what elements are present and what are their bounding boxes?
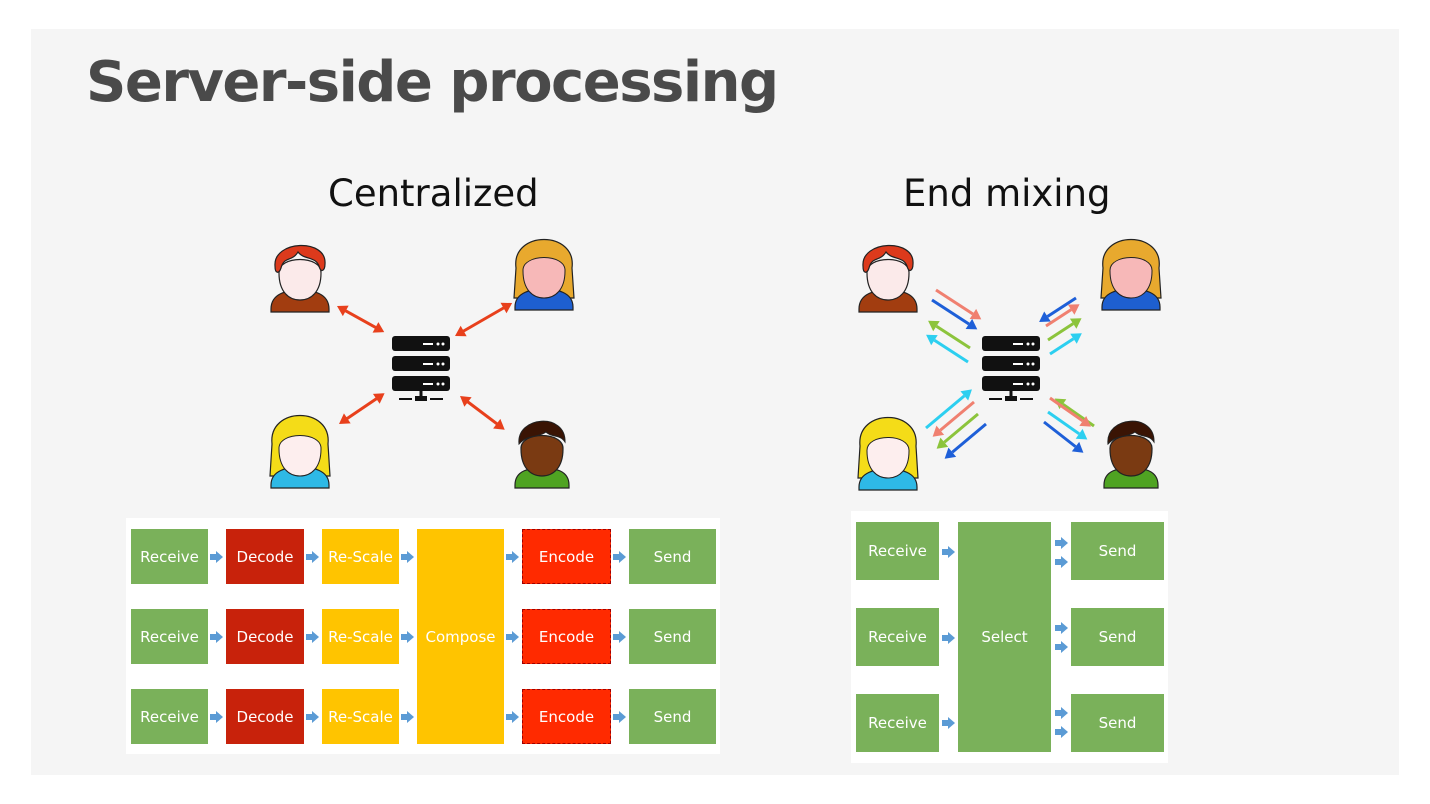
receive-block: Receive <box>856 522 939 580</box>
stream-arrows-top-left <box>926 288 982 364</box>
decode-block: Decode <box>226 529 304 584</box>
slide-title: Server-side processing <box>86 50 779 115</box>
receive-block: Receive <box>131 609 208 664</box>
rescale-block: Re-Scale <box>322 609 399 664</box>
user-dark-icon <box>514 420 570 489</box>
encode-block: Encode <box>522 609 611 664</box>
select-block: Select <box>958 522 1051 752</box>
decode-block: Decode <box>226 609 304 664</box>
send-block: Send <box>629 689 716 744</box>
server-icon <box>982 336 1040 401</box>
stream-arrows-bottom-left <box>925 389 987 459</box>
section-title-end-mixing: End mixing <box>903 172 1111 215</box>
section-title-centralized: Centralized <box>328 172 539 215</box>
stream-arrows-bottom-right <box>1043 396 1095 453</box>
send-block: Send <box>629 609 716 664</box>
rescale-block: Re-Scale <box>322 689 399 744</box>
user-dark-icon <box>1103 420 1159 489</box>
user-yellow-hair-icon <box>857 416 919 491</box>
encode-block: Encode <box>522 689 611 744</box>
receive-block: Receive <box>131 529 208 584</box>
encode-block: Encode <box>522 529 611 584</box>
compose-block: Compose <box>417 529 504 744</box>
send-block: Send <box>629 529 716 584</box>
send-block: Send <box>1071 522 1164 580</box>
server-icon <box>392 336 450 401</box>
user-blonde-icon <box>513 238 575 311</box>
send-block: Send <box>1071 694 1164 752</box>
user-red-hair-icon <box>270 244 330 313</box>
decode-block: Decode <box>226 689 304 744</box>
receive-block: Receive <box>131 689 208 744</box>
rescale-block: Re-Scale <box>322 529 399 584</box>
receive-block: Receive <box>856 694 939 752</box>
receive-block: Receive <box>856 608 939 666</box>
stream-arrows-top-right <box>1039 296 1082 356</box>
send-block: Send <box>1071 608 1164 666</box>
user-yellow-hair-icon <box>269 414 331 489</box>
user-red-hair-icon <box>858 244 918 313</box>
user-blonde-icon <box>1100 238 1162 311</box>
